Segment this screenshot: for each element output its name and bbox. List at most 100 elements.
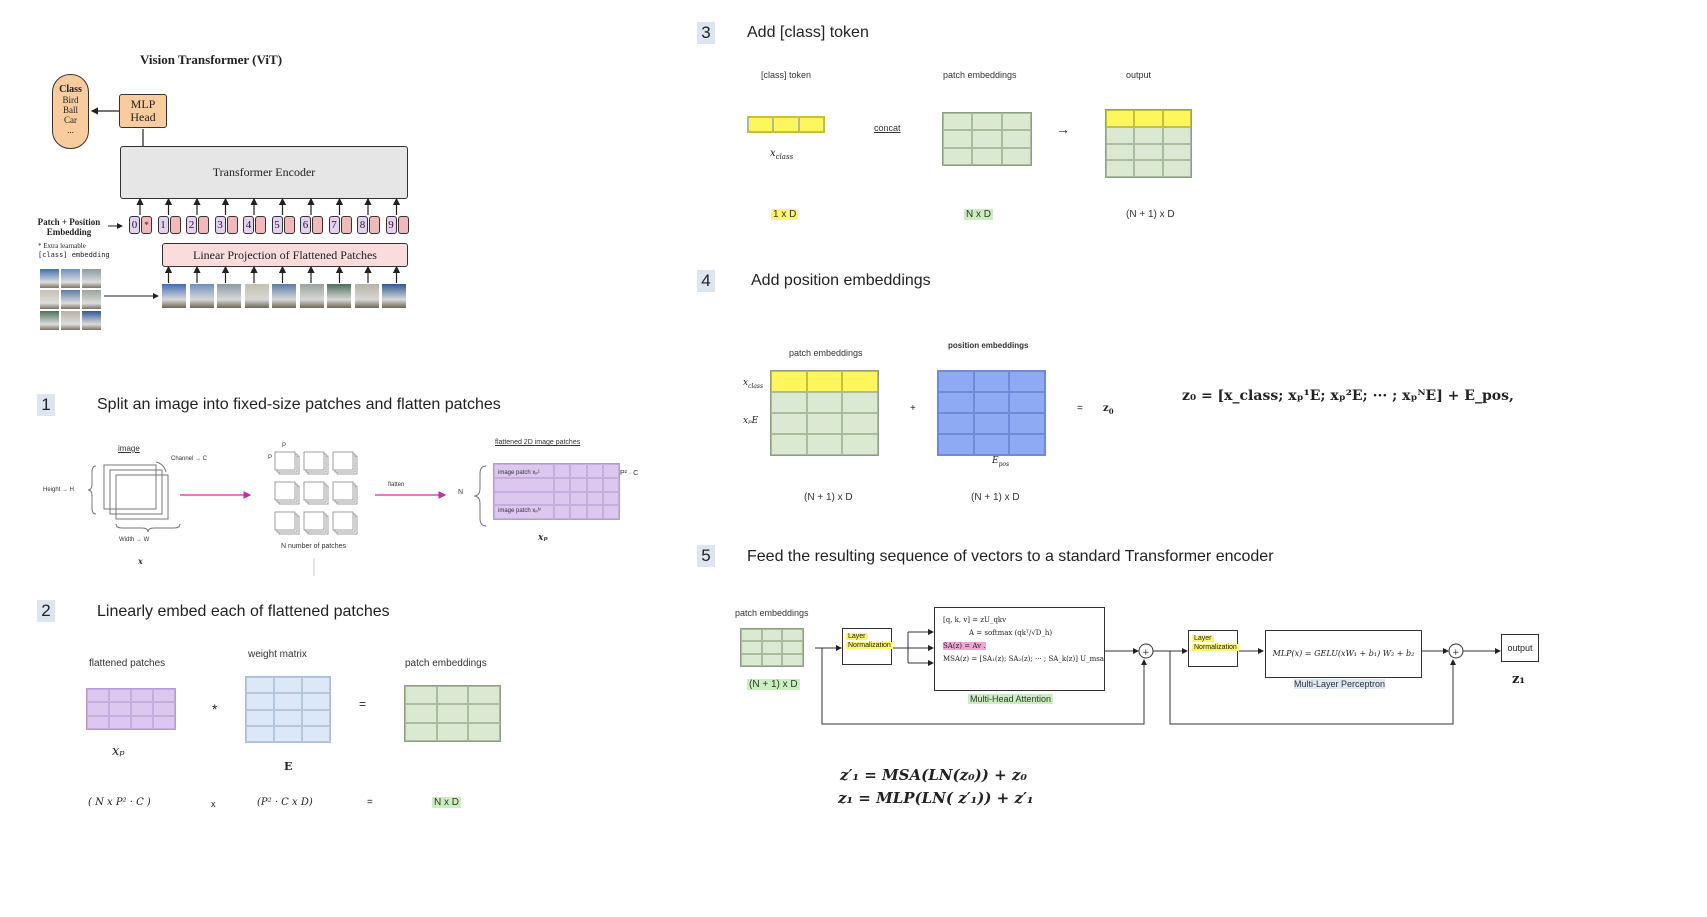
grid-cell	[842, 371, 878, 392]
step4-z0-z: z	[1103, 403, 1109, 414]
grid-cell	[554, 477, 571, 492]
grid-cell	[761, 641, 783, 654]
grid-cell	[468, 686, 500, 705]
token-7: 7	[328, 216, 352, 234]
patch-pos-line2: Embedding	[46, 227, 92, 237]
step1-flatten: flatten	[388, 482, 405, 488]
grid-cell	[109, 702, 131, 716]
image-patch-thumb	[40, 269, 59, 288]
grid-cell	[570, 491, 587, 506]
grid-cell	[782, 653, 803, 666]
sequence-patch-thumb	[299, 284, 324, 308]
grid-cell	[274, 725, 302, 742]
sequence-patch-thumb	[162, 284, 186, 308]
grid-cell	[302, 709, 330, 726]
step1-patchN: image patch xₚᴺ	[498, 508, 541, 514]
grid-cell	[494, 491, 554, 506]
token-9: 9	[385, 216, 409, 234]
step3-number: 3	[697, 22, 715, 44]
step2-emb-label: patch embeddings	[405, 658, 487, 669]
step1-image-label: image	[118, 444, 140, 453]
step4-formula: z₀ = [x_class; xₚ¹E; xₚ²E; ··· ; xₚᴺE] +…	[1182, 388, 1514, 404]
step4-z0-sub: 0	[1108, 407, 1114, 416]
step2-eq: =	[359, 697, 367, 711]
layer-norm-2: Layer Normalization	[1188, 630, 1239, 667]
step4-z0: z0	[1103, 403, 1114, 416]
step2-weight-label: weight matrix	[248, 649, 307, 660]
step2-xp: xₚ	[112, 744, 125, 759]
position-embedding-cell: 7	[328, 216, 340, 234]
grid-cell	[405, 722, 437, 741]
grid-cell	[972, 147, 1002, 165]
patch-embedding-cell	[255, 216, 266, 234]
step1-height: Height → H	[43, 487, 75, 493]
sequence-patch-thumb	[244, 284, 269, 308]
grid-cell	[842, 434, 878, 455]
step2-flat-label: flattened patches	[89, 658, 166, 669]
patch-embedding-cell	[169, 216, 181, 234]
step1-x: x	[138, 556, 143, 566]
step4-xpE: xₚE	[743, 416, 759, 426]
step4-plus: +	[910, 403, 916, 414]
step3-xclass-sub: class	[775, 153, 794, 161]
grid-cell	[87, 689, 109, 703]
grid-cell	[586, 491, 603, 506]
sequence-patch-thumb	[327, 284, 351, 308]
grid-cell	[1134, 160, 1163, 177]
step2-eq2: =	[367, 797, 373, 808]
image-patch-thumb	[61, 290, 80, 309]
grid-cell	[109, 715, 131, 729]
grid-cell	[586, 477, 603, 492]
token-6: 6	[300, 216, 323, 234]
grid-cell	[468, 722, 500, 741]
grid-cell	[842, 413, 878, 434]
grid-cell	[972, 130, 1002, 148]
step4-dim1: (N + 1) x D	[804, 492, 853, 503]
position-embedding-cell: 9	[385, 216, 397, 234]
grid-cell	[1106, 143, 1135, 161]
grid-cell	[602, 505, 619, 519]
step3-title: Add [class] token	[747, 24, 869, 41]
grid-cell	[806, 413, 843, 434]
step4-xclass: xclass	[743, 378, 763, 390]
token-3: 3	[214, 216, 238, 234]
step1-p2c: → P² · C	[611, 470, 639, 477]
grid-cell	[748, 117, 774, 132]
ln2-line2: Normalization	[1192, 644, 1239, 651]
grid-cell	[87, 702, 109, 716]
grid-cell	[602, 491, 619, 506]
step3-dim1: 1 x D	[771, 209, 799, 220]
step4-eq: =	[1077, 403, 1083, 414]
class-token-grid	[747, 116, 825, 133]
sequence-patch-thumb	[354, 284, 379, 308]
position-embedding-cell: 6	[300, 216, 311, 234]
flattened-patches-grid	[493, 463, 620, 520]
grid-cell	[436, 704, 469, 723]
image-patch-thumb	[40, 290, 59, 309]
step2-dim2: (P² · C x D)	[257, 797, 313, 808]
grid-cell	[302, 693, 330, 710]
step4-epos-e: E	[992, 456, 999, 466]
patch-embedding-cell	[369, 216, 380, 234]
grid-cell	[741, 641, 762, 654]
step1-title: Split an image into fixed-size patches a…	[97, 396, 501, 413]
grid-cell	[554, 491, 571, 506]
step2-emb-grid	[404, 685, 501, 742]
class-bird: Bird	[62, 95, 79, 105]
grid-cell	[602, 464, 619, 478]
grid-cell	[806, 434, 843, 455]
grid-cell	[87, 715, 109, 729]
grid-cell	[274, 677, 302, 694]
step3-dim3: (N + 1) x D	[1126, 209, 1175, 220]
step1-number: 1	[37, 394, 55, 416]
ln1-line2: Normalization	[846, 642, 893, 649]
grid-cell	[1106, 160, 1135, 177]
patch-embedding-cell	[226, 216, 238, 234]
grid-cell	[1134, 143, 1163, 161]
step2-star: *	[212, 701, 218, 717]
position-embedding-cell: 8	[357, 216, 368, 234]
grid-cell	[741, 653, 762, 666]
step3-arrow: →	[1056, 121, 1070, 137]
grid-cell	[131, 689, 153, 703]
token-8: 8	[357, 216, 380, 234]
